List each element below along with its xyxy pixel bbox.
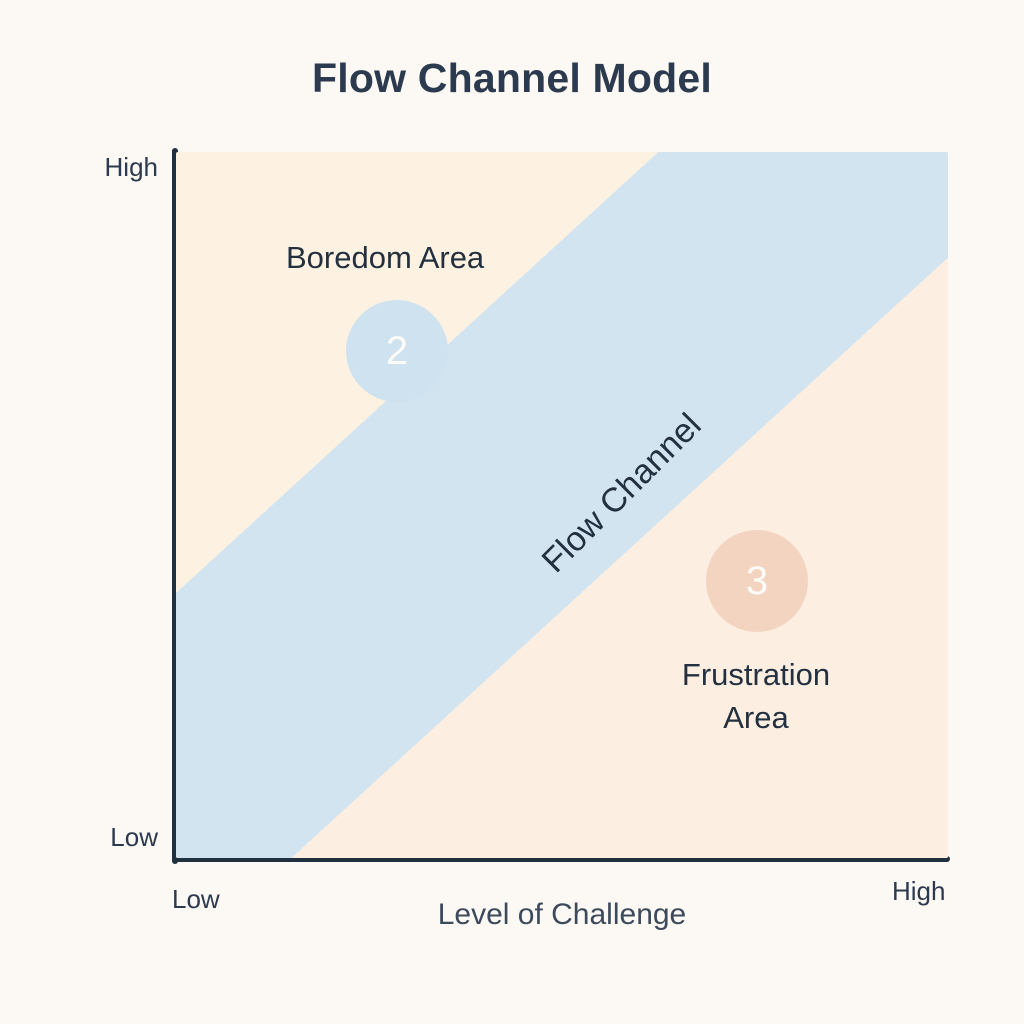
flow-channel-band bbox=[176, 152, 948, 858]
y-axis-line bbox=[172, 148, 178, 864]
x-axis-title: Level of Challenge bbox=[437, 898, 687, 931]
plot-area: Boredom Area 2 Flow Channel 3 Frustratio… bbox=[176, 152, 948, 858]
marker-bubble-2[interactable]: 2 bbox=[346, 300, 448, 402]
page-title: Flow Channel Model bbox=[312, 55, 712, 101]
x-axis-tick-high: High bbox=[892, 876, 946, 906]
y-axis-tick-high: High bbox=[104, 152, 158, 182]
boredom-area-label: Boredom Area bbox=[286, 240, 485, 275]
y-axis-tick-low: Low bbox=[110, 822, 158, 852]
x-axis-tick-low: Low bbox=[172, 884, 220, 914]
x-axis-line bbox=[172, 856, 950, 862]
marker-bubble-3[interactable]: 3 bbox=[706, 530, 808, 632]
frustration-area-label: Frustration Area bbox=[681, 657, 831, 735]
